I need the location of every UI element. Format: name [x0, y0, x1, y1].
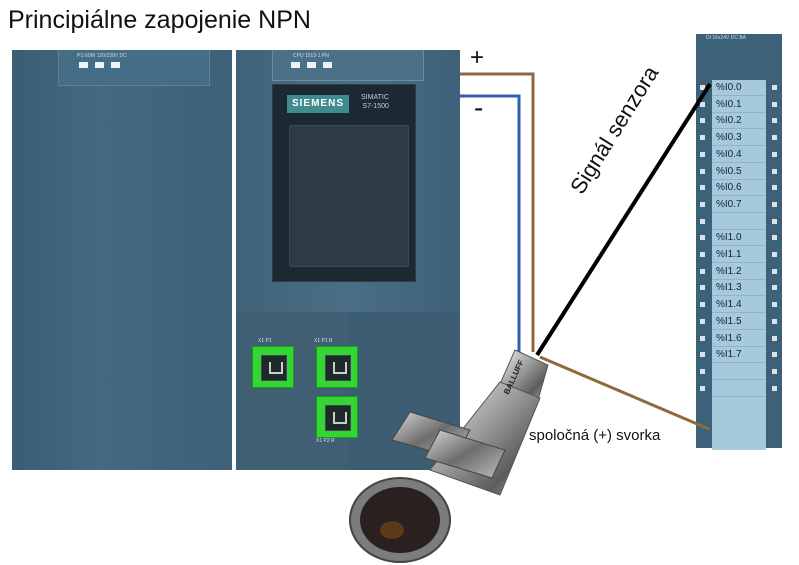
- io-status-led: [772, 368, 777, 374]
- ethernet-port: [316, 346, 358, 388]
- diagram-title: Principiálne zapojenie NPN: [8, 6, 311, 34]
- minus-label: -: [474, 92, 484, 123]
- io-input-row: %I1.1: [712, 247, 766, 263]
- status-led: [307, 62, 316, 68]
- cpu-port-area: X1 P1 X1 P1 R X1 P2 R: [236, 312, 460, 470]
- ethernet-port-panel: X1 P1 X1 P1 R X1 P2 R: [236, 312, 358, 470]
- io-status-led: [772, 85, 777, 90]
- io-status-led: [700, 218, 705, 224]
- common-terminal-label: spoločná (+) svorka: [529, 427, 661, 444]
- status-led: [291, 62, 300, 68]
- io-status-led: [772, 268, 777, 274]
- cpu-top-panel: CPU 1513-1 PN: [272, 50, 424, 81]
- io-status-led: [772, 218, 777, 224]
- io-status-led: [772, 318, 777, 324]
- common-wire: [539, 355, 710, 431]
- io-status-led: [772, 201, 777, 207]
- port-label: X1 P1 R: [314, 338, 333, 344]
- io-status-led: [772, 135, 777, 141]
- io-status-led: [772, 352, 777, 358]
- io-input-row: [712, 381, 766, 397]
- io-status-led: [700, 268, 705, 274]
- status-led: [323, 62, 332, 68]
- io-status-led: [772, 385, 777, 391]
- cpu-display-unit: SIEMENS SIMATIC S7-1500: [272, 84, 416, 282]
- io-status-led: [700, 352, 705, 358]
- io-status-led: [700, 201, 705, 207]
- io-status-led: [772, 151, 777, 157]
- port-label: X1 P1: [258, 338, 272, 344]
- io-status-led: [700, 385, 705, 391]
- io-input-row: %I0.2: [712, 113, 766, 130]
- io-status-led: [700, 252, 705, 257]
- io-input-row: %I1.7: [712, 347, 766, 364]
- io-status-led: [772, 335, 777, 341]
- status-led: [95, 62, 104, 68]
- signal-wire: [535, 82, 712, 357]
- io-status-led: [700, 302, 705, 308]
- cpu-screen: [289, 125, 409, 267]
- io-input-row: %I1.2: [712, 264, 766, 280]
- minus-wire: [460, 94, 521, 352]
- io-input-row: %I0.5: [712, 164, 766, 180]
- psu-label: PS 60W 120/230V DC: [77, 53, 127, 59]
- io-status-led: [700, 118, 705, 124]
- io-status-led: [700, 135, 705, 141]
- io-input-row: %I0.4: [712, 147, 766, 163]
- simatic-model: SIMATIC S7-1500: [361, 93, 389, 111]
- io-input-row: %I0.3: [712, 130, 766, 147]
- status-led: [111, 62, 120, 68]
- digital-input-module: DI 16x24V DC BA %I0.0%I0.1%I0.2%I0.3%I0.…: [696, 34, 782, 450]
- io-input-row: %I1.0: [712, 230, 766, 247]
- psu-top-panel: PS 60W 120/230V DC: [58, 50, 210, 86]
- io-status-led: [700, 368, 705, 374]
- io-status-led: [700, 285, 705, 291]
- io-input-row: %I0.0: [712, 80, 766, 96]
- io-status-led: [772, 252, 777, 257]
- cpu-label: CPU 1513-1 PN: [293, 53, 329, 59]
- model-line-1: SIMATIC: [361, 94, 389, 101]
- io-status-led: [700, 318, 705, 324]
- cpu-module: CPU 1513-1 PN SIEMENS SIMATIC S7-1500 X1…: [236, 50, 460, 470]
- io-status-led: [772, 168, 777, 174]
- io-input-row: %I1.3: [712, 280, 766, 297]
- io-status-led: [772, 302, 777, 308]
- plus-wire: [460, 72, 535, 352]
- io-input-row: %I1.5: [712, 314, 766, 330]
- status-led: [79, 62, 88, 68]
- ethernet-port: [316, 396, 358, 438]
- io-status-led: [700, 85, 705, 90]
- io-status-led: [700, 101, 705, 107]
- io-status-led: [772, 118, 777, 124]
- io-input-row: %I0.1: [712, 97, 766, 113]
- io-status-led: [772, 285, 777, 291]
- ethernet-port: [252, 346, 294, 388]
- io-status-led: [700, 185, 705, 191]
- io-status-led: [772, 185, 777, 191]
- io-input-row: %I0.7: [712, 197, 766, 213]
- io-input-row: %I1.4: [712, 297, 766, 314]
- io-input-row: %I1.6: [712, 331, 766, 347]
- io-status-led: [700, 235, 705, 241]
- io-input-row: [712, 364, 766, 380]
- io-status-led: [772, 101, 777, 107]
- io-status-led: [700, 168, 705, 174]
- model-line-2: S7-1500: [362, 103, 389, 110]
- plus-label: +: [470, 44, 485, 71]
- siemens-logo: SIEMENS: [287, 95, 349, 113]
- io-module-label: DI 16x24V DC BA: [706, 35, 747, 41]
- io-status-led: [772, 235, 777, 241]
- port-label: X1 P2 R: [316, 438, 335, 444]
- io-status-led: [700, 335, 705, 341]
- input-address-list: %I0.0%I0.1%I0.2%I0.3%I0.4%I0.5%I0.6%I0.7…: [712, 80, 766, 450]
- inductive-sensor: [349, 349, 549, 563]
- io-input-row: [712, 214, 766, 230]
- io-status-led: [700, 151, 705, 157]
- io-input-row: %I0.6: [712, 180, 766, 197]
- power-supply-module: PS 60W 120/230V DC: [12, 50, 232, 470]
